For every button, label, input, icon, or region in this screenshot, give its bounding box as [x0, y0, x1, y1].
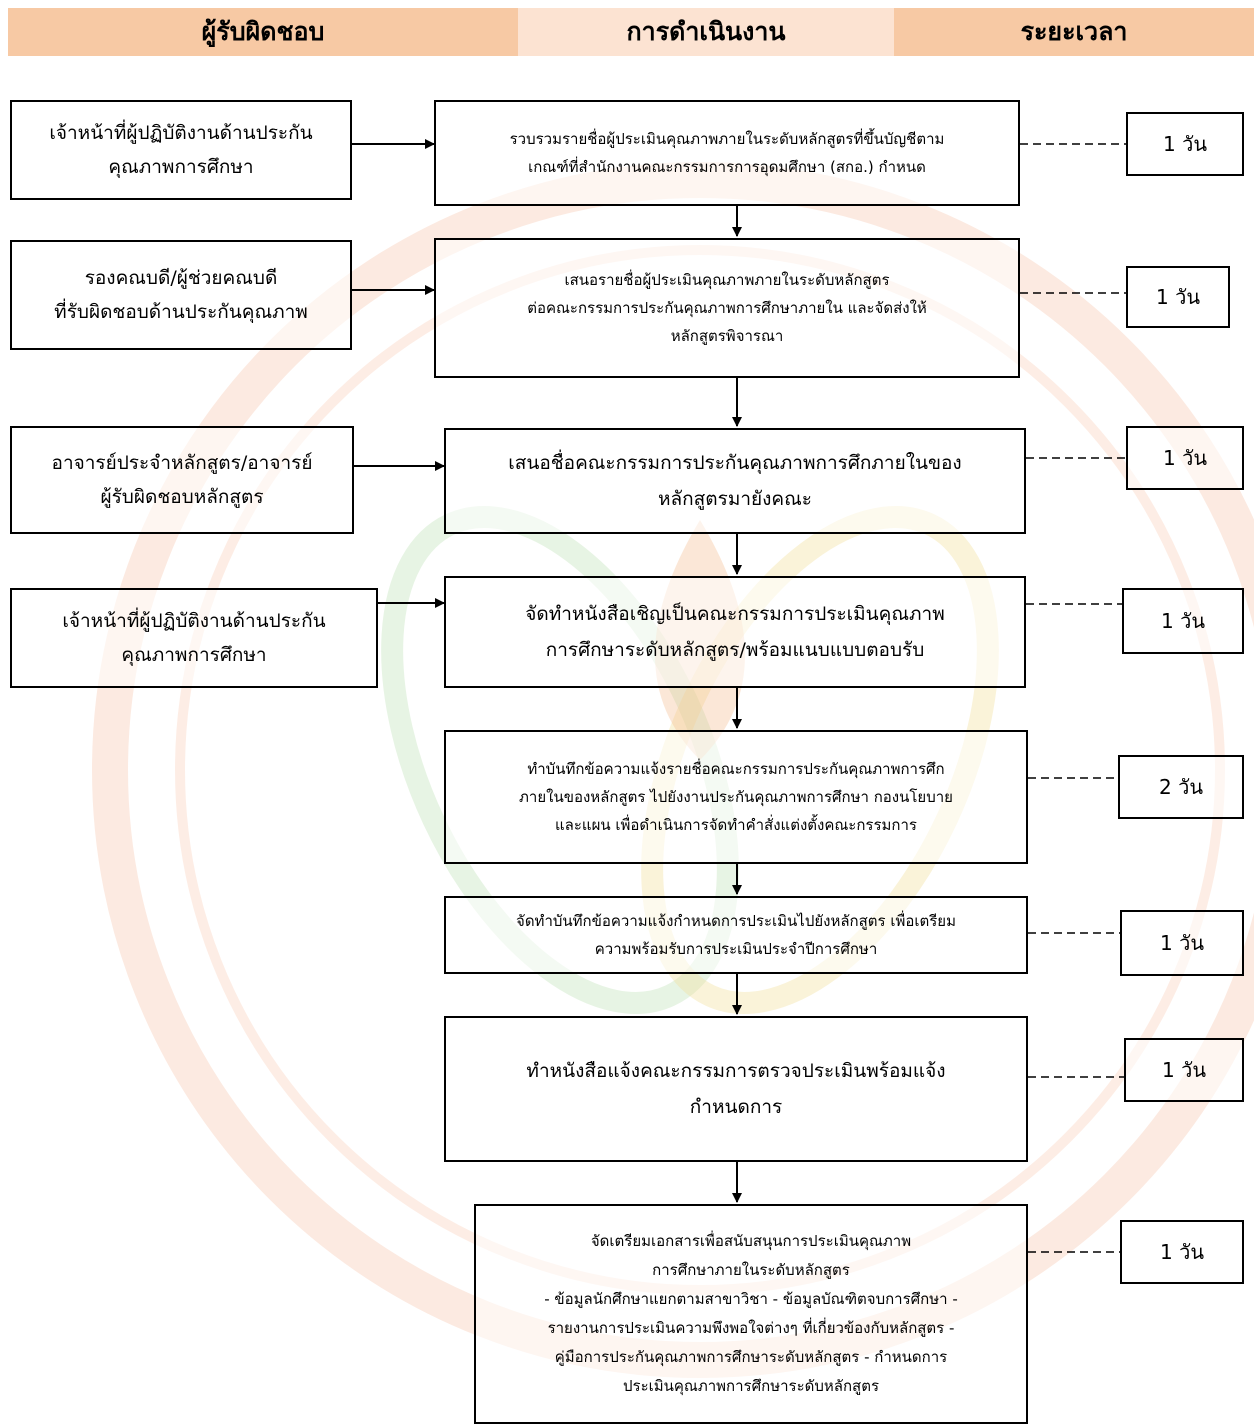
step-3-line-1: เสนอชื่อคณะกรรมการประกันคุณภาพการศึกภายใ…	[508, 452, 962, 474]
step-box-3: เสนอชื่อคณะกรรมการประกันคุณภาพการศึกภายใ…	[444, 428, 1026, 534]
step-1-line-1: รวบรวมรายชื่อผู้ประเมินคุณภาพภายในระดับห…	[509, 130, 945, 148]
duration-box-7: 1 วัน	[1124, 1038, 1244, 1102]
step-8-line-2: การศึกษาภายในระดับหลักสูตร	[652, 1261, 850, 1279]
duration-box-2: 1 วัน	[1126, 266, 1230, 328]
responsible-1-line-1: เจ้าหน้าที่ผู้ปฏิบัติงานด้านประกัน	[49, 122, 313, 144]
responsible-2-line-1: รองคณบดี/ผู้ช่วยคณบดี	[84, 267, 278, 289]
step-2-line-1: เสนอรายชื่อผู้ประเมินคุณภาพภายในระดับหลั…	[564, 271, 890, 289]
duration-6-label: 1 วัน	[1160, 931, 1204, 955]
step-box-7: ทำหนังสือแจ้งคณะกรรมการตรวจประเมินพร้อมแ…	[444, 1016, 1028, 1162]
responsible-box-2: รองคณบดี/ผู้ช่วยคณบดี ที่รับผิดชอบด้านปร…	[10, 240, 352, 350]
step-8-line-5: คู่มือการประกันคุณภาพการศึกษาระดับหลักสู…	[554, 1348, 948, 1366]
step-2-line-3: หลักสูตรพิจารณา	[670, 327, 784, 345]
duration-7-label: 1 วัน	[1162, 1058, 1206, 1082]
duration-box-5: 2 วัน	[1118, 755, 1244, 819]
step-8-line-6: ประเมินคุณภาพการศึกษาระดับหลักสูตร	[622, 1377, 880, 1395]
responsible-box-3: อาจารย์ประจำหลักสูตร/อาจารย์ ผู้รับผิดชอ…	[10, 426, 354, 534]
step-4-line-2: การศึกษาระดับหลักสูตร/พร้อมแนบแบบตอบรับ	[545, 639, 925, 661]
step-4-line-1: จัดทำหนังสือเชิญเป็นคณะกรรมการประเมินคุณ…	[525, 603, 945, 625]
header-duration: ระยะเวลา	[894, 8, 1254, 56]
duration-box-1: 1 วัน	[1126, 112, 1244, 176]
duration-3-label: 1 วัน	[1163, 446, 1207, 470]
header-responsible: ผู้รับผิดชอบ	[8, 8, 518, 56]
responsible-4-line-1: เจ้าหน้าที่ผู้ปฏิบัติงานด้านประกัน	[62, 610, 326, 632]
step-box-4: จัดทำหนังสือเชิญเป็นคณะกรรมการประเมินคุณ…	[444, 576, 1026, 688]
step-box-8: จัดเตรียมเอกสารเพื่อสนับสนุนการประเมินคุ…	[474, 1204, 1028, 1424]
duration-1-label: 1 วัน	[1163, 132, 1207, 156]
duration-box-4: 1 วัน	[1122, 588, 1244, 654]
step-1-line-2: เกณฑ์ที่สำนักงานคณะกรรมการการอุดมศึกษา (…	[528, 158, 926, 176]
step-5-line-2: ภายในของหลักสูตร ไปยังงานประกันคุณภาพการ…	[519, 788, 953, 806]
step-8-line-3: - ข้อมูลนักศึกษาแยกตามสาขาวิชา - ข้อมูลบ…	[544, 1290, 958, 1308]
duration-box-8: 1 วัน	[1120, 1220, 1244, 1284]
duration-4-label: 1 วัน	[1161, 609, 1205, 633]
step-6-line-1: จัดทำบันทึกข้อความแจ้งกำหนดการประเมินไปย…	[516, 912, 956, 930]
responsible-4-line-2: คุณภาพการศึกษา	[121, 644, 267, 666]
step-7-line-1: ทำหนังสือแจ้งคณะกรรมการตรวจประเมินพร้อมแ…	[526, 1060, 946, 1082]
step-6-line-2: ความพร้อมรับการประเมินประจำปีการศึกษา	[594, 940, 878, 958]
duration-8-label: 1 วัน	[1160, 1240, 1204, 1264]
duration-box-3: 1 วัน	[1126, 426, 1244, 490]
step-3-line-2: หลักสูตรมายังคณะ	[658, 488, 812, 510]
step-2-line-2: ต่อคณะกรรมการประกันคุณภาพการศึกษาภายใน แ…	[527, 299, 927, 317]
responsible-1-line-2: คุณภาพการศึกษา	[108, 156, 254, 178]
step-box-5: ทำบันทึกข้อความแจ้งรายชื่อคณะกรรมการประก…	[444, 730, 1028, 864]
responsible-box-4: เจ้าหน้าที่ผู้ปฏิบัติงานด้านประกัน คุณภา…	[10, 588, 378, 688]
step-box-6: จัดทำบันทึกข้อความแจ้งกำหนดการประเมินไปย…	[444, 896, 1028, 974]
step-5-line-1: ทำบันทึกข้อความแจ้งรายชื่อคณะกรรมการประก…	[527, 760, 945, 778]
step-8-line-1: จัดเตรียมเอกสารเพื่อสนับสนุนการประเมินคุ…	[590, 1232, 912, 1250]
responsible-3-line-2: ผู้รับผิดชอบหลักสูตร	[100, 486, 264, 508]
step-5-line-3: และแผน เพื่อดำเนินการจัดทำคำสั่งแต่งตั้ง…	[554, 816, 917, 834]
header-operation: การดำเนินงาน	[518, 8, 894, 56]
responsible-2-line-2: ที่รับผิดชอบด้านประกันคุณภาพ	[54, 301, 308, 323]
step-7-line-2: กำหนดการ	[689, 1096, 783, 1118]
responsible-box-1: เจ้าหน้าที่ผู้ปฏิบัติงานด้านประกัน คุณภา…	[10, 100, 352, 200]
duration-5-label: 2 วัน	[1159, 775, 1203, 799]
step-8-line-4: รายงานการประเมินความพึงพอใจต่างๆ ที่เกี่…	[547, 1319, 955, 1337]
duration-box-6: 1 วัน	[1120, 910, 1244, 976]
step-box-2: เสนอรายชื่อผู้ประเมินคุณภาพภายในระดับหลั…	[434, 238, 1020, 378]
step-box-1: รวบรวมรายชื่อผู้ประเมินคุณภาพภายในระดับห…	[434, 100, 1020, 206]
responsible-3-line-1: อาจารย์ประจำหลักสูตร/อาจารย์	[51, 452, 313, 474]
duration-2-label: 1 วัน	[1156, 285, 1200, 309]
